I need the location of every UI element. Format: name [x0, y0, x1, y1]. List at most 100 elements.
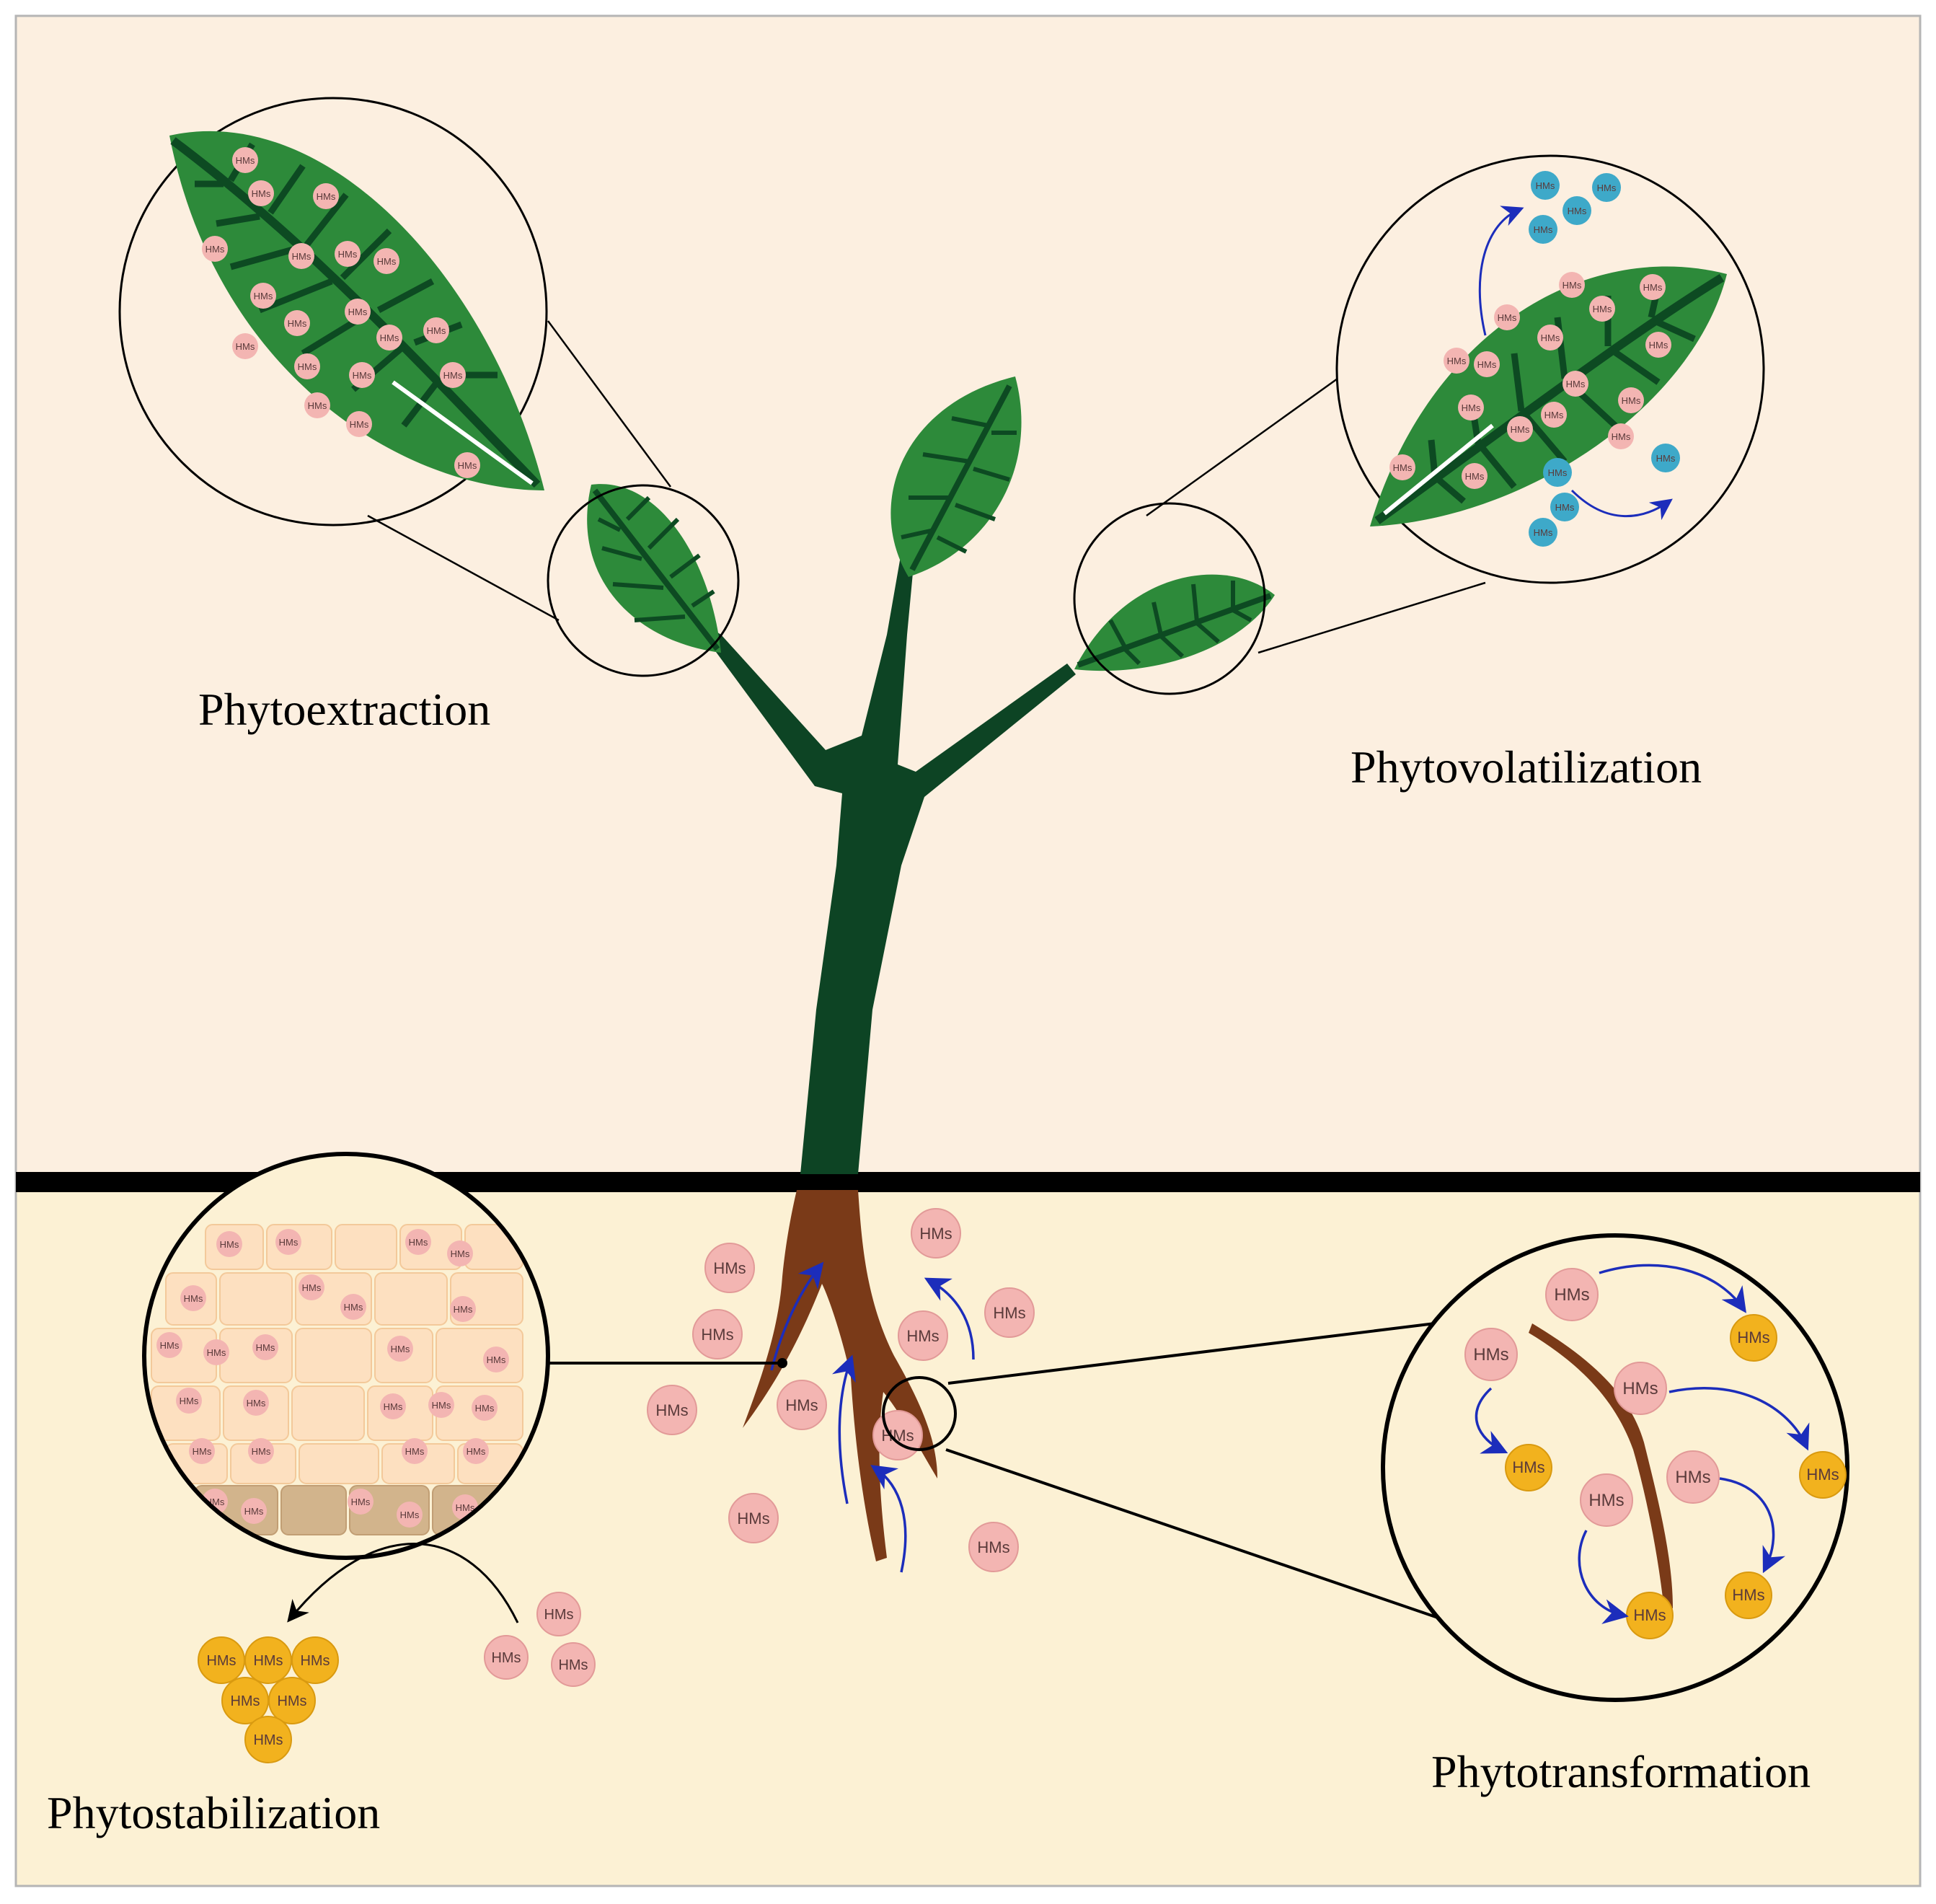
- svg-text:HMs: HMs: [1511, 424, 1530, 435]
- volatile-hm-particle: HMs: [1529, 215, 1557, 244]
- stabilized-hm-particle: HMs: [244, 1636, 292, 1684]
- stabilized-hm-particle: HMs: [291, 1636, 339, 1684]
- hm-particle: HMs: [250, 283, 276, 309]
- svg-text:HMs: HMs: [427, 325, 446, 336]
- svg-text:HMs: HMs: [409, 1237, 428, 1248]
- volatile-hm-particle: HMs: [1543, 458, 1572, 487]
- hm-particle: HMs: [536, 1592, 581, 1636]
- label-phytostabilization: Phytostabilization: [47, 1787, 380, 1838]
- hm-particle: HMs: [402, 1438, 428, 1464]
- hm-particle: HMs: [1562, 371, 1588, 397]
- hm-particle: HMs: [252, 1334, 278, 1360]
- hm-particle: HMs: [463, 1438, 489, 1464]
- hm-particle: HMs: [423, 317, 449, 343]
- uptake-arrow: [831, 1354, 856, 1504]
- hm-particle: HMs: [340, 1294, 366, 1320]
- zoom-circle-volatilization: [1335, 154, 1765, 584]
- svg-text:HMs: HMs: [558, 1657, 588, 1673]
- svg-text:HMs: HMs: [254, 291, 273, 301]
- svg-text:HMs: HMs: [443, 370, 463, 381]
- volatilization-arrow: [1478, 206, 1524, 336]
- transformation-hm-particles: HMs HMs HMs HMs HMs: [1464, 1268, 1720, 1527]
- hm-particle: HMs: [1580, 1473, 1633, 1527]
- hm-particle: HMs: [1618, 387, 1644, 413]
- hm-particle: HMs: [728, 1493, 779, 1543]
- svg-text:HMs: HMs: [1737, 1328, 1769, 1347]
- label-phytovolatilization: Phytovolatilization: [1351, 741, 1702, 793]
- svg-text:HMs: HMs: [252, 188, 271, 199]
- svg-text:HMs: HMs: [184, 1293, 203, 1304]
- transformed-hm-particle: HMs: [1626, 1592, 1674, 1639]
- svg-text:HMs: HMs: [288, 318, 307, 329]
- svg-text:HMs: HMs: [1554, 1285, 1589, 1305]
- hm-particle: HMs: [1444, 348, 1469, 374]
- svg-text:HMs: HMs: [400, 1509, 420, 1520]
- svg-text:HMs: HMs: [1536, 180, 1555, 191]
- svg-text:HMs: HMs: [1393, 462, 1413, 473]
- volatilization-leaf: [1370, 266, 1727, 526]
- extraction-particles: HMs HMs HMs HMs HMs HMs HMs HMs HMs HMs …: [202, 147, 480, 478]
- hm-particle: HMs: [777, 1380, 827, 1430]
- hm-particle: HMs: [450, 1296, 476, 1322]
- transformation-root: [1529, 1323, 1673, 1610]
- volatilization-arrow: [1570, 489, 1673, 521]
- zoom-circle-stabilization: [142, 1152, 550, 1560]
- volatile-hm-particle: HMs: [1550, 493, 1579, 521]
- hm-particle: HMs: [984, 1287, 1035, 1338]
- svg-text:HMs: HMs: [351, 1497, 371, 1507]
- svg-text:HMs: HMs: [236, 341, 255, 352]
- svg-text:HMs: HMs: [1732, 1586, 1764, 1604]
- hm-particle: HMs: [1589, 296, 1615, 322]
- svg-text:HMs: HMs: [384, 1401, 403, 1412]
- svg-text:HMs: HMs: [1534, 527, 1553, 538]
- hm-particle: HMs: [1464, 1328, 1518, 1381]
- hm-particle: HMs: [968, 1522, 1019, 1572]
- svg-text:HMs: HMs: [1477, 359, 1497, 370]
- svg-text:HMs: HMs: [1473, 1345, 1508, 1365]
- hm-particle: HMs: [397, 1502, 423, 1528]
- transformed-particles: HMs HMs HMs HMs HMs: [1505, 1314, 1847, 1639]
- svg-text:HMs: HMs: [348, 307, 368, 317]
- svg-text:HMs: HMs: [308, 400, 327, 411]
- svg-text:HMs: HMs: [338, 249, 358, 260]
- svg-text:HMs: HMs: [467, 1446, 486, 1457]
- hm-particle: HMs: [440, 362, 466, 388]
- svg-text:HMs: HMs: [1593, 304, 1612, 314]
- svg-text:HMs: HMs: [353, 370, 372, 381]
- root-zone: HMs HMs HMs HMs HMs HMs HMs HMs HMs HMs: [647, 1208, 1035, 1573]
- zoom-circle-small-right: [1073, 502, 1266, 695]
- transformation-arrow: [1668, 1387, 1810, 1451]
- hm-particle: HMs: [898, 1310, 948, 1361]
- stabilized-hm-particle: HMs: [221, 1677, 269, 1724]
- hm-particle: HMs: [216, 1231, 242, 1257]
- transformed-hm-particle: HMs: [1505, 1444, 1552, 1491]
- stabilized-hm-particle: HMs: [268, 1677, 316, 1724]
- hm-particle: HMs: [345, 299, 371, 325]
- svg-text:HMs: HMs: [252, 1446, 271, 1457]
- svg-text:HMs: HMs: [977, 1538, 1009, 1556]
- hm-particle: HMs: [349, 362, 375, 388]
- svg-text:HMs: HMs: [207, 1347, 226, 1358]
- svg-text:HMs: HMs: [713, 1259, 746, 1277]
- svg-text:HMs: HMs: [1462, 402, 1481, 413]
- hm-particle: HMs: [376, 325, 402, 351]
- phytostabilization-zoom: HMs HMs HMs HMs HMs HMs HMs HMs HMs HMs …: [47, 1152, 787, 1838]
- svg-text:HMs: HMs: [1675, 1468, 1710, 1487]
- plant-root: [743, 1190, 937, 1561]
- hm-particle: HMs: [335, 241, 361, 267]
- leaf-right: [1074, 574, 1275, 671]
- hm-particle: HMs: [176, 1388, 202, 1414]
- hm-particle: HMs: [189, 1438, 215, 1464]
- hm-particle: HMs: [313, 183, 339, 209]
- stabilized-particles: HMs HMs HMs HMs HMs HMs: [198, 1636, 339, 1763]
- hm-particle: HMs: [248, 1438, 274, 1464]
- svg-text:HMs: HMs: [475, 1403, 495, 1414]
- hm-particle: HMs: [387, 1336, 413, 1362]
- transformation-arrow: [1475, 1387, 1508, 1454]
- volatilization-particles: HMs HMs HMs HMs HMs HMs HMs HMs HMs HMs …: [1389, 272, 1671, 489]
- hm-particle: HMs: [348, 1489, 374, 1515]
- svg-text:HMs: HMs: [317, 191, 336, 202]
- hm-particle: HMs: [1608, 423, 1634, 449]
- svg-text:HMs: HMs: [1447, 356, 1467, 366]
